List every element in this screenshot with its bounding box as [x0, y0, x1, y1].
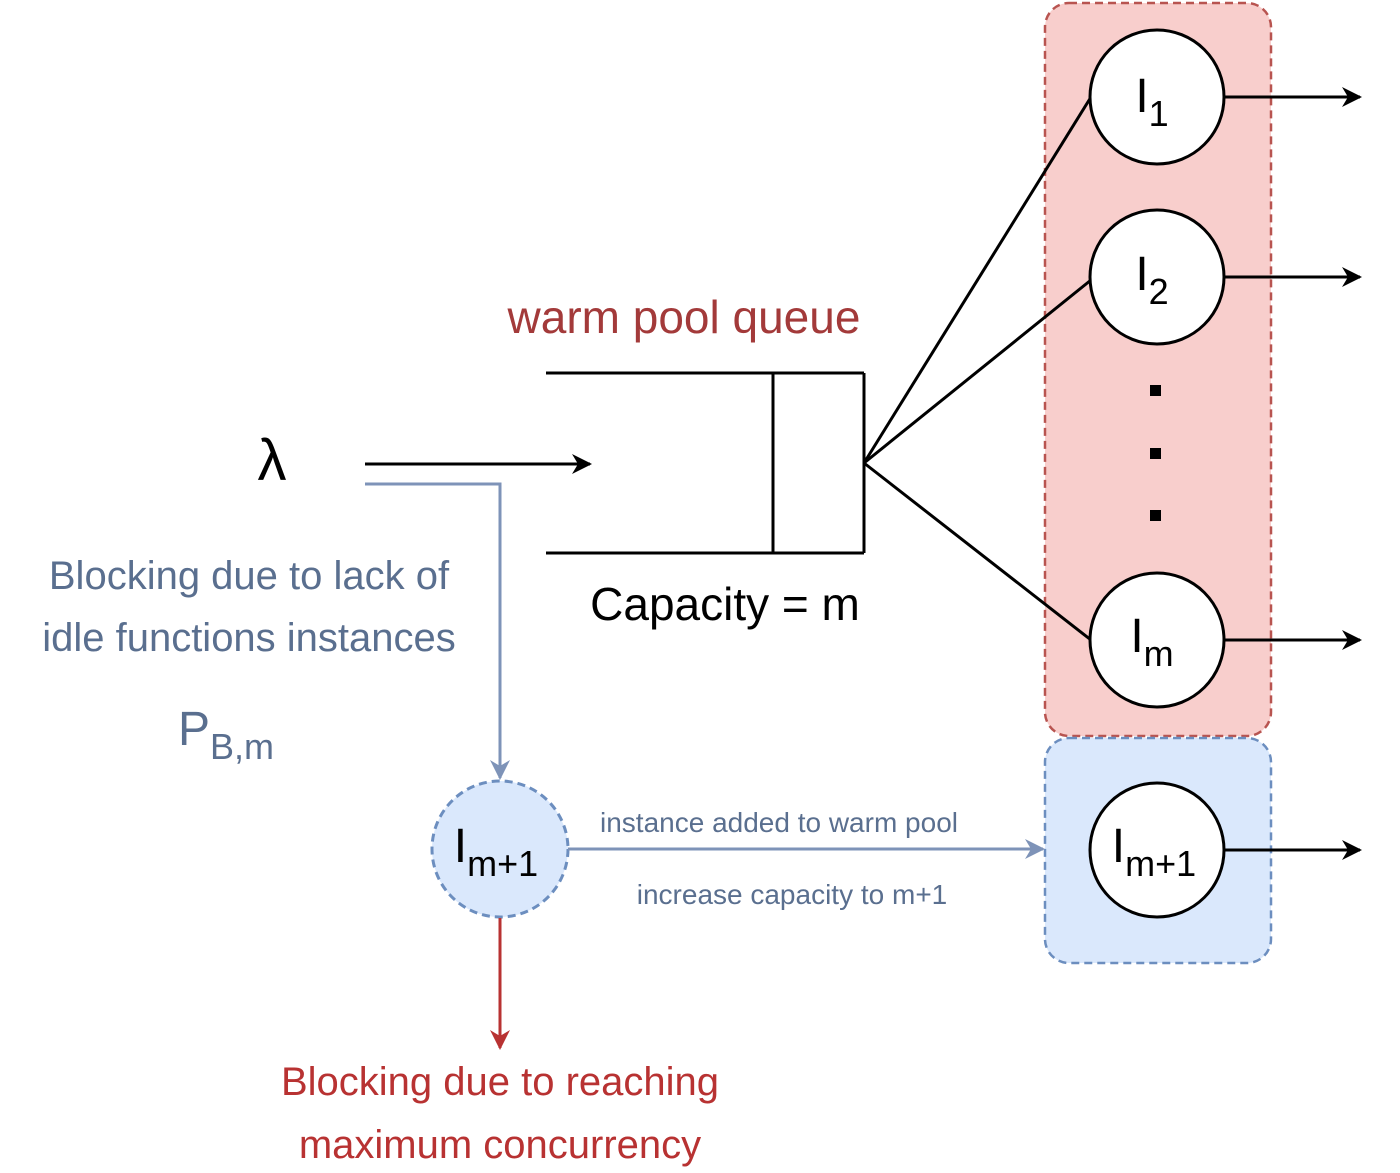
svg-text:I2: I2 — [1135, 248, 1168, 312]
ellipsis-dots — [1150, 385, 1161, 521]
warm-pool-queue-title: warm pool queue — [507, 291, 861, 343]
instance-subscript: m — [1144, 633, 1174, 674]
svg-text:Im: Im — [1130, 610, 1173, 674]
svg-text:I1: I1 — [1135, 70, 1168, 134]
blocking-idle-line1: Blocking due to lack of — [49, 554, 450, 598]
instance-label: I — [454, 820, 467, 873]
svg-text:Im+1: Im+1 — [1112, 820, 1196, 884]
instance-subscript: m+1 — [1125, 843, 1196, 884]
add-edge-bottom-label: increase capacity to m+1 — [637, 879, 948, 910]
instance-node-m-plus-1: Im+1 — [1088, 781, 1226, 919]
arrival-rate-lambda: λ — [258, 428, 287, 493]
instance-node-1: I1 — [1088, 28, 1226, 166]
instance-node-m: Im — [1088, 571, 1226, 709]
queue-shape — [546, 371, 866, 555]
instance-label: I — [1112, 820, 1125, 873]
blocking-path-arrow — [365, 482, 510, 780]
instance-node-2: I2 — [1088, 208, 1226, 346]
instance-subscript: 1 — [1149, 93, 1169, 134]
probability-base: P — [178, 703, 210, 756]
blocking-max-line2: maximum concurrency — [299, 1123, 701, 1167]
instance-label: I — [1135, 70, 1148, 123]
instance-subscript: m+1 — [467, 843, 538, 884]
instance-label: I — [1135, 248, 1148, 301]
blocking-probability: PB,m — [178, 703, 274, 767]
warm-pool-group — [1043, 1, 1273, 738]
blocking-idle-line2: idle functions instances — [42, 616, 456, 660]
probability-subscript: B,m — [210, 726, 274, 767]
candidate-instance-node: Im+1 — [430, 779, 570, 919]
blocking-max-line1: Blocking due to reaching — [281, 1060, 719, 1104]
capacity-label: Capacity = m — [590, 578, 860, 630]
svg-text:Im+1: Im+1 — [454, 820, 538, 884]
instance-label: I — [1130, 610, 1143, 663]
add-edge-top-label: instance added to warm pool — [600, 807, 958, 838]
instance-subscript: 2 — [1149, 271, 1169, 312]
dispatch-lines — [862, 96, 1093, 642]
